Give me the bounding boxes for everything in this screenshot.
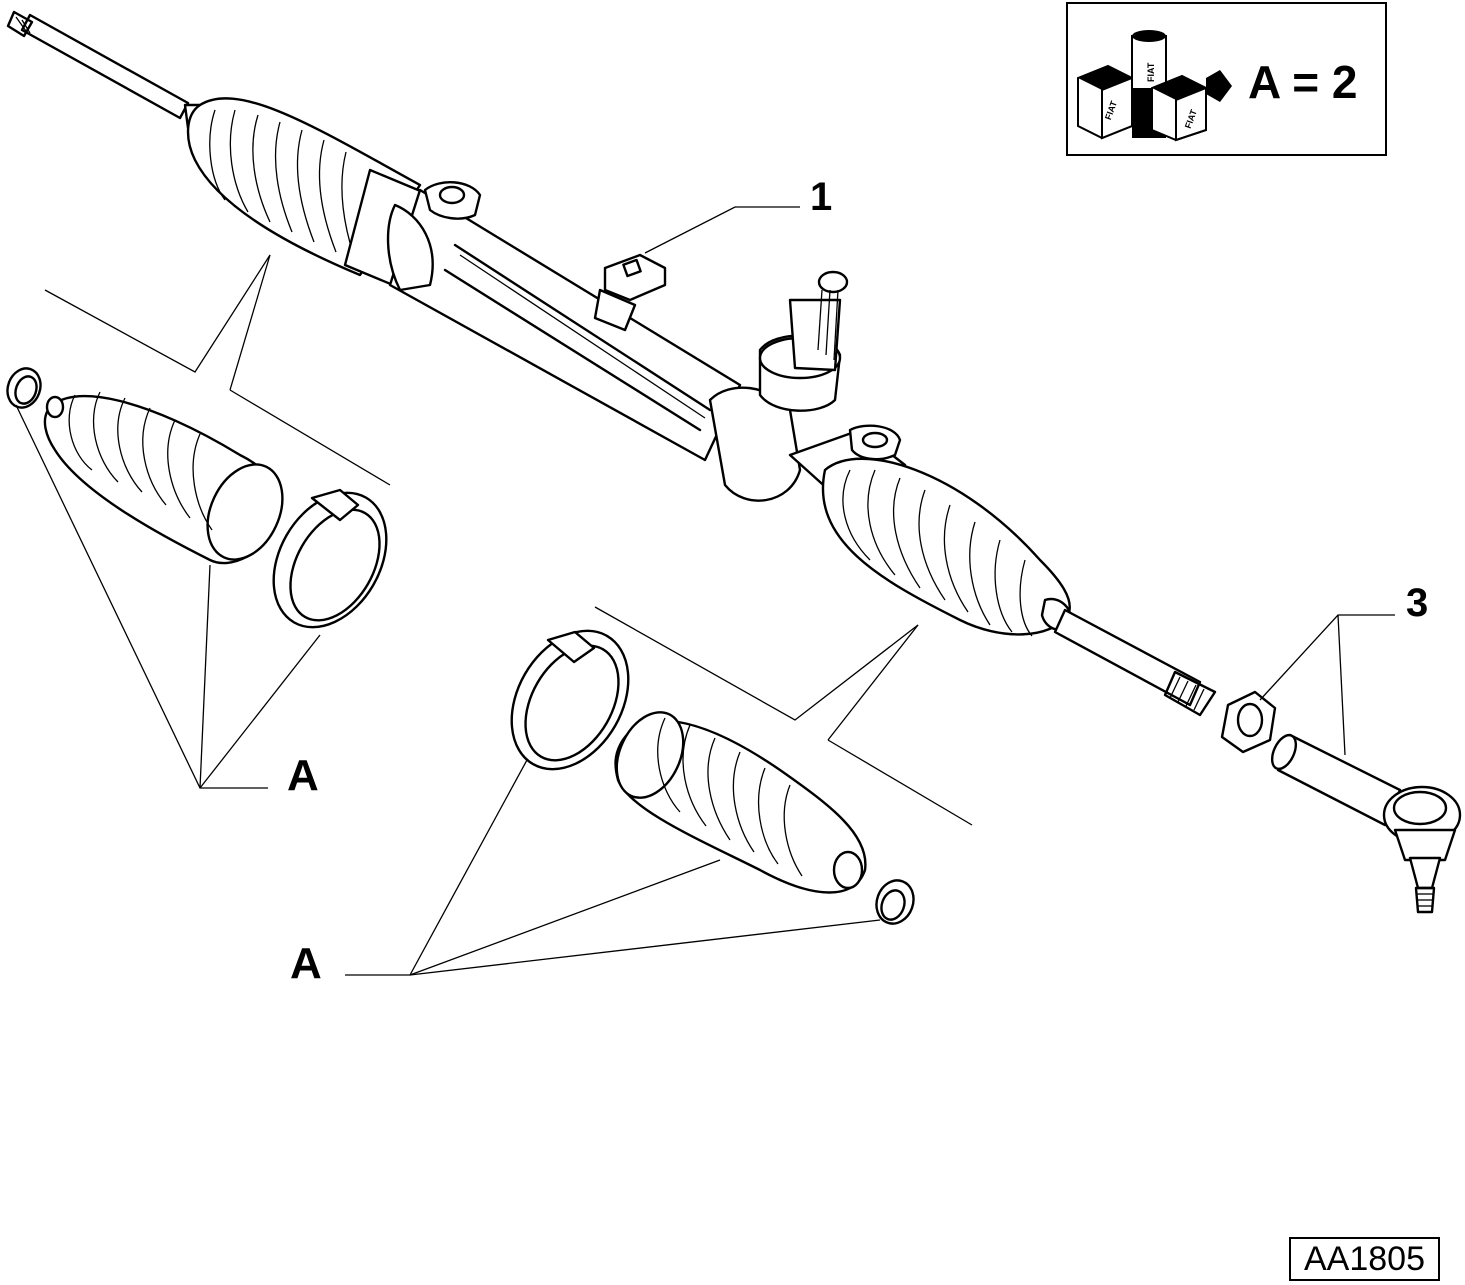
right-tie-rod-shaft	[1053, 608, 1217, 717]
callout-a-right-label: A	[290, 939, 322, 988]
leader-lines	[15, 206, 1395, 976]
left-boot	[43, 391, 284, 565]
steering-rack-assembly	[6, 10, 1217, 717]
tie-rod-end-kit	[1220, 690, 1462, 914]
kit-legend-box: FIAT FIAT FIAT	[1066, 2, 1387, 156]
drawing-code-label: AA1805	[1289, 1237, 1440, 1281]
lock-nut	[1220, 690, 1277, 754]
right-rack-bellows	[821, 457, 1073, 637]
callout-1-label: 1	[810, 175, 832, 219]
legend-box-brand-center: FIAT	[1146, 62, 1156, 82]
right-small-clip	[875, 879, 915, 925]
legend-quantity-text: A = 2	[1248, 56, 1358, 108]
left-boot-kit	[6, 367, 388, 629]
right-boot	[614, 711, 867, 894]
kit-boxes-icon: FIAT FIAT FIAT	[1077, 30, 1232, 142]
rack-housing	[386, 181, 742, 462]
left-small-clip	[6, 367, 42, 409]
mounting-clamp	[593, 253, 667, 332]
callout-3-label: 3	[1406, 581, 1428, 625]
right-large-clamp	[510, 629, 630, 771]
callout-a-left-label: A	[287, 751, 319, 800]
right-boot-kit	[510, 629, 915, 925]
left-large-clamp	[272, 488, 388, 629]
left-tie-rod-shaft	[6, 10, 212, 130]
tie-rod-end	[1270, 733, 1462, 914]
